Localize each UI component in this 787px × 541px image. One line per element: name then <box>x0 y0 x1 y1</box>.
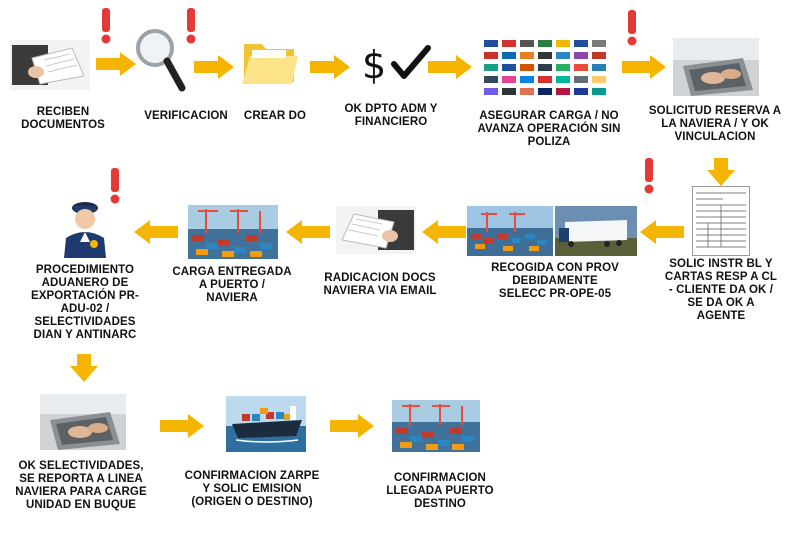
step-label: CONFIRMACION LLEGADA PUERTO DESTINO <box>386 472 494 510</box>
step-label: CREAR DO <box>243 110 307 122</box>
svg-text:$: $ <box>362 43 386 86</box>
step-label: CARGA ENTREGADA A PUERTO / NAVIERA <box>172 266 292 304</box>
step-label: RADICACION DOCS NAVIERA VIA EMAIL <box>323 272 437 297</box>
laptop-typing-icon <box>673 38 759 96</box>
bl-document-icon <box>692 186 750 256</box>
step-label: RECOGIDA CON PROV DEBIDAMENTE SELECC PR-… <box>491 262 619 300</box>
step-label: VERIFICACION <box>144 110 228 122</box>
warning-icon <box>625 10 639 46</box>
dollar-check-icon: $ <box>360 42 432 86</box>
warning-icon <box>99 8 113 44</box>
arrow-down-icon <box>70 354 98 382</box>
step-label: OK DPTO ADM Y FINANCIERO <box>344 103 438 128</box>
arrow-right-icon <box>194 55 234 79</box>
folder-icon <box>240 36 300 88</box>
magnifier-icon <box>134 26 186 92</box>
warning-icon <box>108 168 122 204</box>
port-truck-icon <box>467 206 637 256</box>
arrow-right-icon <box>622 55 666 79</box>
arrow-right-icon <box>310 55 350 79</box>
port-containers-icon <box>392 400 480 452</box>
document-handover-icon <box>336 206 416 254</box>
warning-icon <box>184 8 198 44</box>
step-label: OK SELECTIVIDADES, SE REPORTA A LINEA NA… <box>15 460 147 511</box>
warning-icon <box>642 158 656 194</box>
arrow-left-icon <box>286 220 330 244</box>
step-label: PROCEDIMIENTO ADUANERO DE EXPORTACIÓN PR… <box>31 264 139 341</box>
arrow-left-icon <box>422 220 466 244</box>
arrow-left-icon <box>640 220 684 244</box>
step-label: SOLICITUD RESERVA A LA NAVIERA / Y OK VI… <box>648 105 782 143</box>
arrow-left-icon <box>134 220 178 244</box>
step-label: CONFIRMACION ZARPE Y SOLIC EMISION (ORIG… <box>184 470 320 508</box>
laptop-typing-icon <box>40 394 126 450</box>
arrow-right-icon <box>330 414 374 438</box>
arrow-down-icon <box>707 158 735 186</box>
customs-officer-icon <box>58 198 112 258</box>
arrow-right-icon <box>96 52 136 76</box>
port-containers-icon <box>188 205 278 259</box>
step-label: RECIBEN DOCUMENTOS <box>21 106 105 131</box>
container-ship-icon <box>226 396 306 452</box>
arrow-right-icon <box>428 55 472 79</box>
document-handover-icon <box>10 40 90 90</box>
step-label: SOLIC INSTR BL Y CARTAS RESP A CL - CLIE… <box>664 258 778 322</box>
arrow-right-icon <box>160 414 204 438</box>
step-label: ASEGURAR CARGA / NO AVANZA OPERACIÓN SIN… <box>477 110 621 148</box>
insurer-logos-icon <box>480 34 620 104</box>
